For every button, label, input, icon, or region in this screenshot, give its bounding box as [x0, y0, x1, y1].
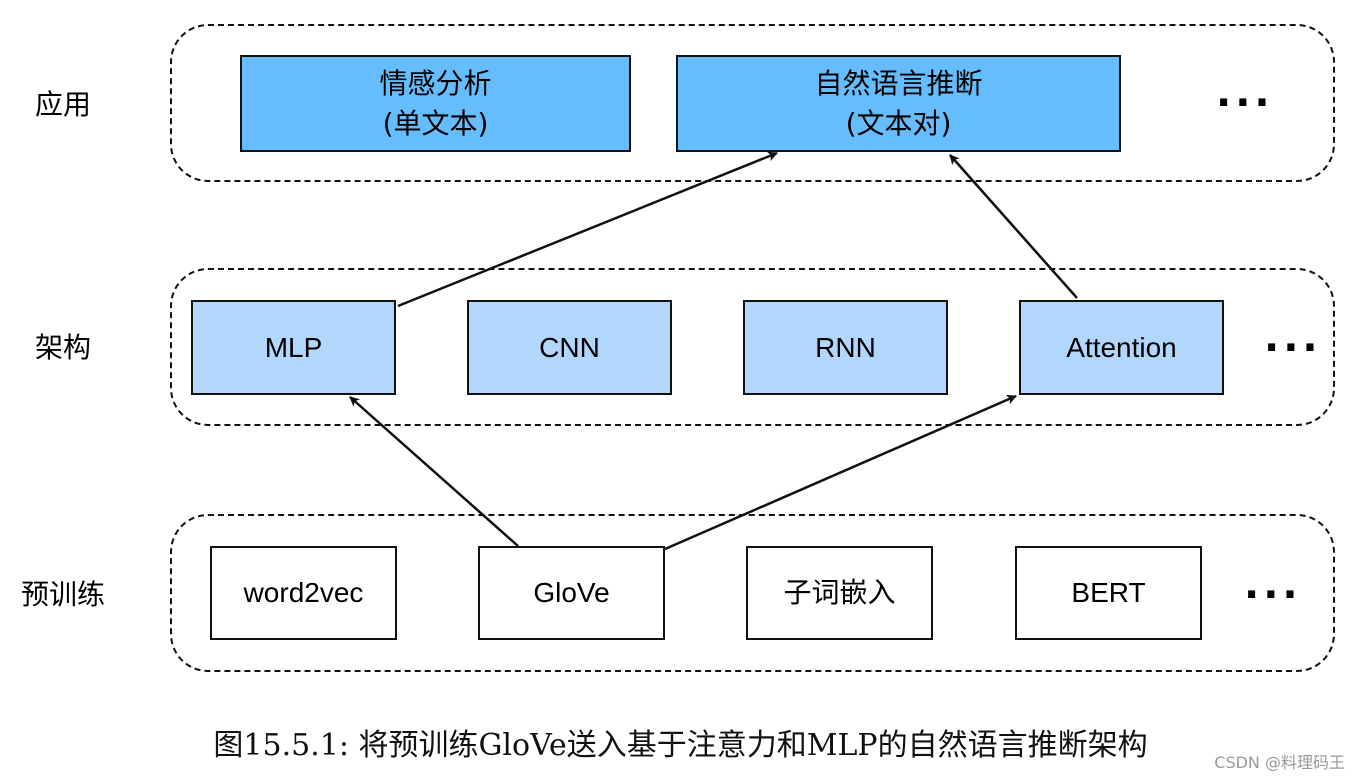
box-bert: BERT: [1015, 546, 1202, 640]
box-glove: GloVe: [478, 546, 665, 640]
box-attention: Attention: [1019, 300, 1224, 395]
nli-subtitle: (文本对): [845, 106, 952, 140]
box-rnn: RNN: [743, 300, 948, 395]
box-cnn: CNN: [467, 300, 672, 395]
arch-ellipsis: ···: [1264, 325, 1322, 371]
sentiment-subtitle: (单文本): [382, 106, 489, 140]
row-label-app: 应用: [34, 88, 91, 121]
nli-title: 自然语言推断: [814, 66, 983, 100]
box-word2vec: word2vec: [210, 546, 397, 640]
row-label-pretrain: 预训练: [20, 578, 105, 611]
box-mlp: MLP: [191, 300, 396, 395]
box-subword-embedding: 子词嵌入: [746, 546, 933, 640]
box-natural-language-inference: 自然语言推断 (文本对): [676, 55, 1121, 152]
pre-ellipsis: ···: [1244, 572, 1302, 618]
row-label-arch: 架构: [34, 331, 91, 364]
app-ellipsis: ···: [1216, 80, 1274, 126]
figure-caption: 图15.5.1: 将预训练GloVe送入基于注意力和MLP的自然语言推断架构: [213, 728, 1148, 763]
sentiment-title: 情感分析: [379, 66, 492, 100]
box-sentiment-analysis: 情感分析 (单文本): [240, 55, 631, 152]
watermark: CSDN @料理码王: [1214, 753, 1345, 772]
